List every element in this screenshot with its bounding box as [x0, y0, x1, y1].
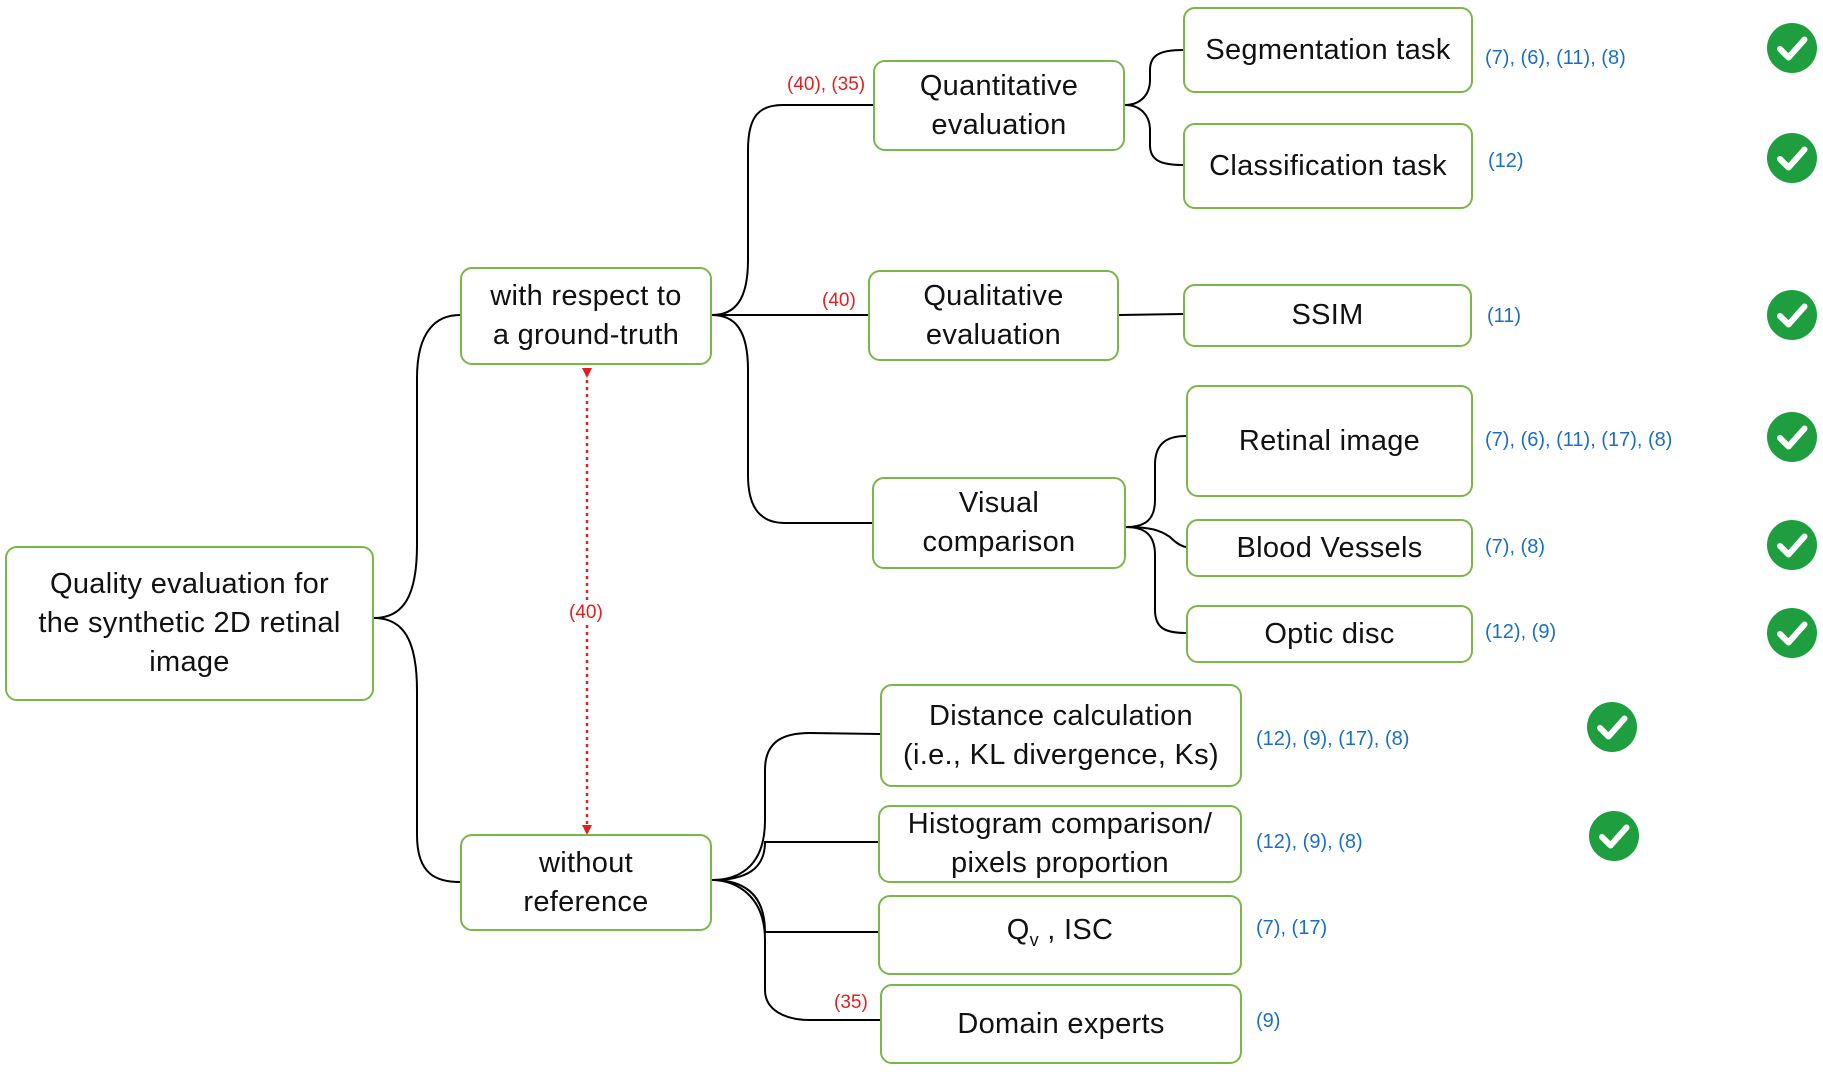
domain-experts-label: Domain experts	[957, 1007, 1165, 1040]
checkmark-icon	[1588, 810, 1640, 862]
ref-link-qualitative: (40)	[822, 290, 856, 311]
checkmark-icon	[1766, 289, 1818, 341]
connector-noref-qv	[711, 879, 878, 933]
with-gt-line-1: with respect to	[490, 280, 682, 312]
optic-disc-label: Optic disc	[1264, 617, 1395, 650]
checkmark-icon	[1766, 519, 1818, 571]
ref-histogram: (12), (9), (8)	[1256, 831, 1363, 853]
blood-vessels-node: Blood Vessels	[1186, 519, 1473, 577]
ref-link-quantitative: (40), (35)	[787, 74, 866, 95]
root-node-line-3: image	[149, 646, 230, 678]
segmentation-label: Segmentation task	[1205, 33, 1451, 66]
checkmark-icon	[1766, 22, 1818, 74]
connector-visual-vessels	[1125, 526, 1187, 548]
ssim-label: SSIM	[1291, 299, 1364, 331]
connector-qual-ssim	[1118, 313, 1184, 316]
without-ref-line-1: without	[539, 846, 633, 879]
ref-qv-isc: (7), (17)	[1256, 917, 1328, 939]
classification-task-node: Classification task	[1183, 123, 1473, 209]
qv-subscript: v	[1029, 929, 1039, 950]
quantitative-evaluation-node: Quantitative evaluation	[873, 60, 1125, 151]
root-node-line-2: the synthetic 2D retinal	[38, 607, 341, 639]
distance-line-1: Distance calculation	[929, 699, 1193, 732]
qv-isc-node: Qv , ISC	[878, 895, 1242, 975]
ref-segmentation: (7), (6), (11), (8)	[1485, 47, 1626, 69]
ssim-node: SSIM	[1183, 284, 1472, 347]
distance-calculation-node: Distance calculation (i.e., KL divergenc…	[880, 684, 1242, 787]
qualitative-evaluation-node: Qualitative evaluation	[868, 270, 1119, 361]
segmentation-task-node: Segmentation task	[1183, 7, 1473, 93]
qv-isc-label: Qv , ISC	[1007, 911, 1114, 960]
ref-classification: (12)	[1488, 150, 1524, 172]
classification-label: Classification task	[1209, 149, 1447, 182]
connector-visual-retinal	[1125, 435, 1187, 528]
qualitative-line-1: Qualitative	[923, 279, 1064, 312]
connector-quant-classification	[1124, 104, 1184, 166]
without-reference-node: without reference	[460, 834, 712, 931]
histogram-line-2: pixels proportion	[951, 847, 1169, 879]
ref-distance: (12), (9), (17), (8)	[1256, 728, 1410, 750]
connector-noref-domain	[711, 879, 880, 1021]
retinal-image-node: Retinal image	[1186, 385, 1473, 497]
connector-root-without-ref	[373, 617, 461, 883]
histogram-line-1: Histogram comparison/	[907, 808, 1213, 840]
ref-retinal-image: (7), (6), (11), (17), (8)	[1485, 429, 1673, 451]
checkmark-icon	[1766, 411, 1818, 463]
connector-root-with-gt	[373, 314, 461, 619]
qualitative-line-2: evaluation	[925, 318, 1062, 351]
connector-gt-quantitative	[711, 104, 875, 316]
without-ref-line-2: reference	[523, 885, 649, 918]
qv-symbol: Q	[1006, 913, 1030, 946]
distance-line-2: (i.e., KL divergence, Ks)	[903, 738, 1219, 771]
with-gt-line-2: a ground-truth	[492, 319, 680, 351]
ref-ssim: (11)	[1487, 305, 1522, 327]
connector-visual-optic	[1125, 526, 1187, 634]
visual-line-1: Visual	[958, 487, 1040, 519]
ref-optic-disc: (12), (9)	[1485, 621, 1557, 643]
isc-text: , ISC	[1038, 913, 1114, 946]
connector-noref-histogram	[711, 841, 878, 881]
checkmark-icon	[1766, 132, 1818, 184]
checkmark-icon	[1766, 607, 1818, 659]
histogram-comparison-node: Histogram comparison/ pixels proportion	[878, 805, 1242, 883]
quantitative-line-2: evaluation	[931, 108, 1067, 141]
optic-disc-node: Optic disc	[1186, 605, 1473, 663]
visual-comparison-node: Visual comparison	[872, 477, 1126, 569]
root-node: Quality evaluation for the synthetic 2D …	[5, 546, 374, 701]
ref-domain-experts: (9)	[1256, 1010, 1281, 1032]
ref-blood-vessels: (7), (8)	[1485, 536, 1545, 558]
visual-line-2: comparison	[922, 526, 1076, 558]
connector-gt-visual	[711, 314, 873, 524]
ref-link-gt-noref: (40)	[569, 602, 603, 624]
blood-vessels-label: Blood Vessels	[1236, 531, 1423, 564]
connector-quant-segmentation	[1124, 49, 1184, 106]
quantitative-line-1: Quantitative	[919, 69, 1079, 102]
root-node-line-1: Quality evaluation for	[49, 568, 330, 600]
checkmark-icon	[1586, 701, 1638, 753]
with-ground-truth-node: with respect to a ground-truth	[460, 267, 712, 365]
retinal-image-label: Retinal image	[1238, 424, 1421, 457]
domain-experts-node: Domain experts	[880, 984, 1242, 1064]
connector-noref-distance	[711, 731, 881, 881]
ref-link-domain-experts: (35)	[834, 992, 868, 1013]
